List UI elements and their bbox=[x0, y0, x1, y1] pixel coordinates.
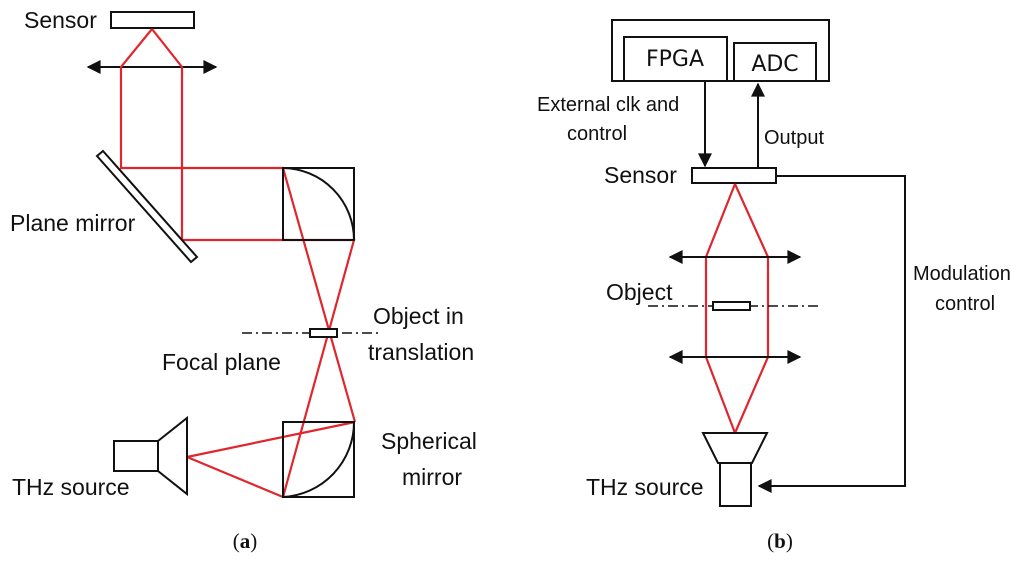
object-a bbox=[309, 328, 338, 338]
thz-source-a bbox=[113, 415, 188, 497]
fpga-block bbox=[623, 36, 728, 82]
modulation-control-line bbox=[757, 175, 906, 493]
object-translation-label-2: translation bbox=[368, 339, 474, 365]
lower-spherical-mirror bbox=[282, 421, 356, 498]
object-b-label: Object bbox=[606, 279, 673, 305]
beam-path-a bbox=[119, 28, 357, 499]
spherical-mirror-label-1: Spherical bbox=[381, 428, 477, 454]
upper-spherical-mirror bbox=[282, 167, 355, 241]
modulation-label-1: Modulation bbox=[913, 263, 1011, 285]
ext-clk-label-1: External clk and bbox=[537, 94, 679, 116]
caption-a: (a) bbox=[233, 529, 258, 553]
thz-source-b bbox=[701, 432, 769, 507]
plane-mirror-label: Plane mirror bbox=[10, 210, 136, 236]
beam-path-b bbox=[704, 183, 770, 434]
sensor-a bbox=[110, 11, 195, 29]
sensor-b bbox=[691, 167, 777, 184]
panel-a: Sensor Plane mirror Spherical mirror Foc… bbox=[10, 7, 477, 553]
fpga-label: FPGA bbox=[646, 47, 704, 72]
object-translation-label-1: Object in bbox=[373, 303, 464, 329]
thz-source-b-label: THz source bbox=[586, 474, 704, 500]
adc-block bbox=[733, 42, 817, 82]
panel-b: FPGA ADC External clk and control Output… bbox=[537, 19, 1011, 553]
ext-clk-label-2: control bbox=[567, 123, 627, 145]
focal-plane-label: Focal plane bbox=[162, 349, 281, 375]
output-label: Output bbox=[764, 127, 824, 149]
sensor-a-label: Sensor bbox=[24, 7, 97, 33]
spherical-mirror-label-2: mirror bbox=[402, 464, 462, 490]
caption-b: (b) bbox=[767, 529, 793, 553]
modulation-label-2: control bbox=[935, 293, 995, 315]
thz-source-a-label: THz source bbox=[12, 474, 130, 500]
adc-label: ADC bbox=[751, 52, 798, 77]
sensor-b-label: Sensor bbox=[604, 162, 677, 188]
plane-mirror bbox=[95, 149, 199, 264]
object-b bbox=[712, 301, 751, 311]
